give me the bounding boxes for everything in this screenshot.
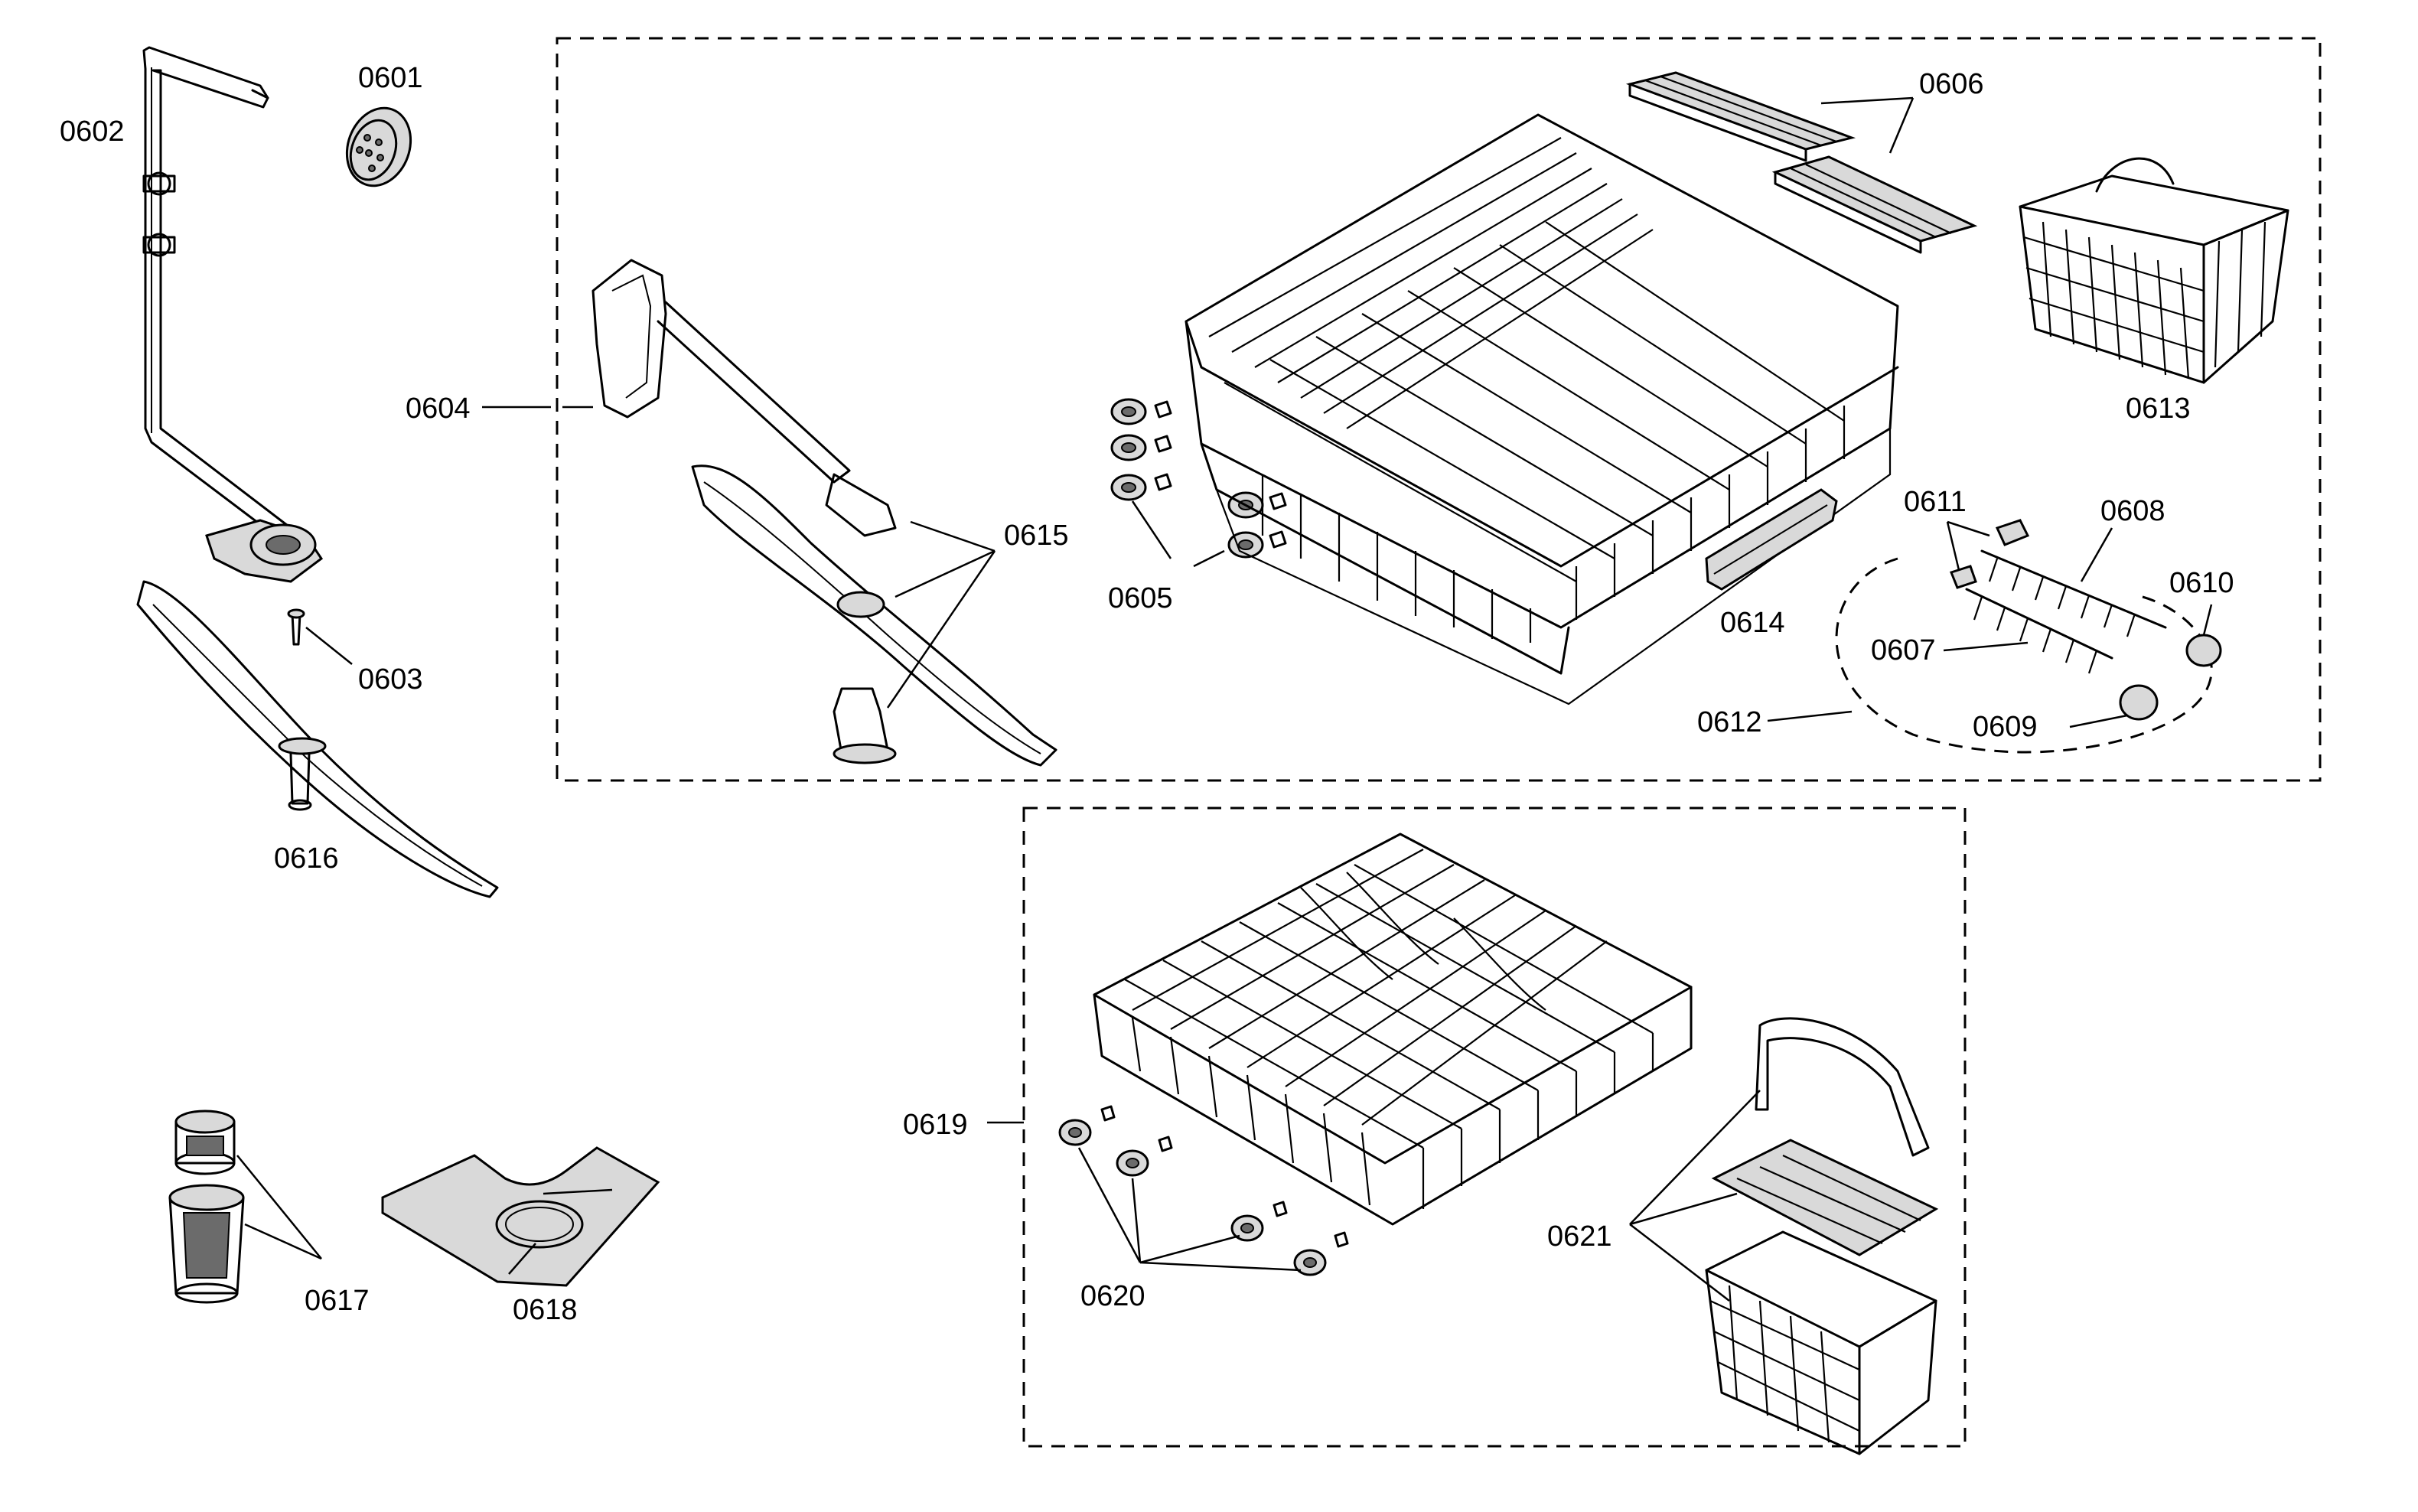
label-0612: 0612 <box>1697 706 1762 738</box>
label-0621: 0621 <box>1547 1220 1612 1253</box>
cutlery-basket-0613 <box>2019 157 2289 384</box>
leader-0618b <box>543 1188 613 1195</box>
lower-cutlery-basket-0621 <box>1629 1017 1939 1455</box>
label-0610: 0610 <box>2169 567 2234 599</box>
upper-spray-arm-assembly-0604 <box>482 259 897 537</box>
upper-rack-basket <box>1185 113 1899 705</box>
label-0607: 0607 <box>1871 634 1936 666</box>
label-0611: 0611 <box>1904 486 1967 518</box>
fine-filter-plate-0618 <box>381 1146 660 1287</box>
supply-pipe-0602 <box>142 46 324 583</box>
rack-handle-0614 <box>1705 488 1838 591</box>
label-0608: 0608 <box>2100 495 2165 527</box>
label-0616: 0616 <box>274 842 339 875</box>
upper-rack-wheels-0605 <box>1110 398 1287 568</box>
label-0614: 0614 <box>1720 607 1785 639</box>
label-0613: 0613 <box>2126 393 2191 425</box>
label-0617: 0617 <box>305 1285 370 1317</box>
upper-rack-group-boundary <box>556 37 2322 782</box>
label-0618: 0618 <box>513 1294 578 1326</box>
label-0603: 0603 <box>358 663 423 696</box>
leader-0617 <box>236 1155 322 1259</box>
label-0606: 0606 <box>1919 68 1984 100</box>
filter-set-0617 <box>168 1110 245 1304</box>
leader-0618 <box>508 1243 536 1275</box>
label-0615: 0615 <box>1004 520 1069 552</box>
rack-adjuster-kit-0612 <box>1767 519 2222 754</box>
lower-rack-basket <box>1093 833 1693 1226</box>
screw-0603 <box>287 608 353 665</box>
label-0601: 0601 <box>358 62 423 94</box>
label-0602: 0602 <box>60 116 125 148</box>
label-0605: 0605 <box>1108 582 1173 614</box>
lower-spray-arm-0616 <box>136 580 499 898</box>
leader-0617b <box>244 1223 322 1260</box>
label-0620: 0620 <box>1080 1280 1145 1312</box>
spray-disc-0601 <box>345 106 412 187</box>
lower-rack-wheels-0620 <box>1058 1105 1349 1276</box>
label-0619: 0619 <box>903 1109 968 1141</box>
label-0604: 0604 <box>406 393 471 425</box>
spray-arm-0615 <box>691 464 1057 767</box>
label-0609: 0609 <box>1973 711 2038 743</box>
lower-rack-group-boundary <box>1022 807 1967 1448</box>
cup-shelves-0606 <box>1625 71 1978 254</box>
